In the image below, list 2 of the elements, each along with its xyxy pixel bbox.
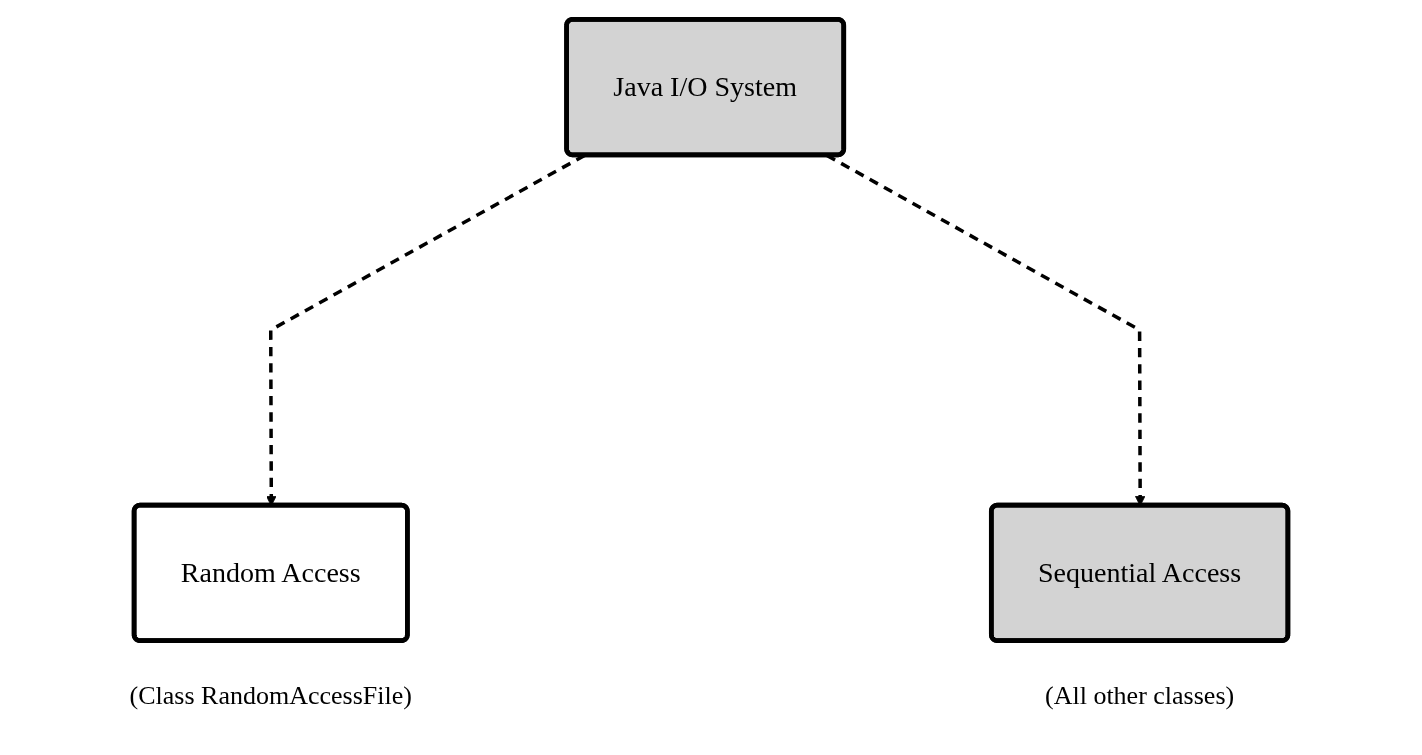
node-caption: (Class RandomAccessFile) bbox=[129, 680, 412, 711]
node-caption: (All other classes) bbox=[1045, 680, 1235, 711]
